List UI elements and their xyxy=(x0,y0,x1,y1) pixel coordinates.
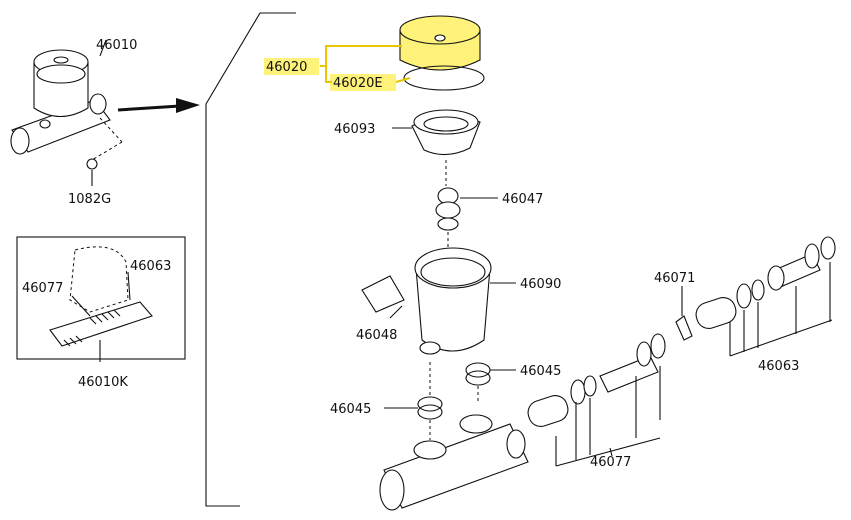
kit-inset-parts xyxy=(49,246,153,362)
label-46045-lower: 46045 xyxy=(330,402,371,417)
stop-pin xyxy=(675,286,693,341)
reservoir-tank xyxy=(414,247,516,355)
label-46090: 46090 xyxy=(520,277,561,292)
label-46010: 46010 xyxy=(96,38,137,53)
strainer xyxy=(392,109,481,186)
secondary-piston-assembly xyxy=(695,236,836,357)
label-46048: 46048 xyxy=(356,328,397,343)
label-46010k: 46010K xyxy=(78,375,128,390)
detail-arrow xyxy=(117,98,200,113)
label-46047: 46047 xyxy=(502,192,543,207)
label-46063-inset: 46063 xyxy=(130,259,171,274)
label-46020e: 46020E xyxy=(333,76,383,91)
kit-inset-box xyxy=(16,236,186,360)
label-46093: 46093 xyxy=(334,122,375,137)
label-46045-upper: 46045 xyxy=(520,364,561,379)
exploded-bracket xyxy=(205,12,296,507)
grommet-upper xyxy=(465,362,516,404)
retaining-clip xyxy=(361,275,405,319)
overview-master-cylinder xyxy=(10,39,123,186)
cylinder-body xyxy=(379,414,529,511)
label-46063: 46063 xyxy=(758,359,799,374)
label-46020: 46020 xyxy=(266,60,307,75)
grommet-lower xyxy=(384,362,443,440)
label-46077-inset: 46077 xyxy=(22,281,63,296)
seal xyxy=(435,187,498,248)
label-46071: 46071 xyxy=(654,271,695,286)
primary-piston-assembly xyxy=(527,333,666,467)
label-46077: 46077 xyxy=(590,455,631,470)
reservoir-cap xyxy=(399,15,485,91)
cap-highlight-bracket xyxy=(264,45,411,91)
label-1082g: 1082G xyxy=(68,192,111,207)
